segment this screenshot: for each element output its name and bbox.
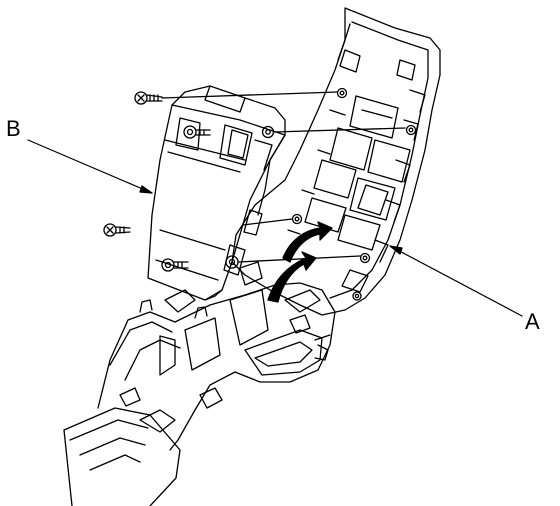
leader-b-arrowhead bbox=[139, 185, 153, 194]
leader-lines bbox=[27, 139, 523, 317]
removal-arrows bbox=[267, 221, 333, 303]
callout-label-a: A bbox=[525, 309, 540, 334]
screws bbox=[103, 91, 211, 269]
switch-module-b bbox=[147, 85, 286, 301]
leader-a bbox=[389, 245, 523, 317]
guide-lines bbox=[161, 91, 406, 263]
console-bracket bbox=[63, 282, 336, 506]
leader-a-arrowhead bbox=[389, 245, 403, 255]
switch-panel-a bbox=[231, 7, 441, 316]
callout-label-b: B bbox=[6, 116, 21, 141]
leader-b bbox=[27, 139, 153, 194]
